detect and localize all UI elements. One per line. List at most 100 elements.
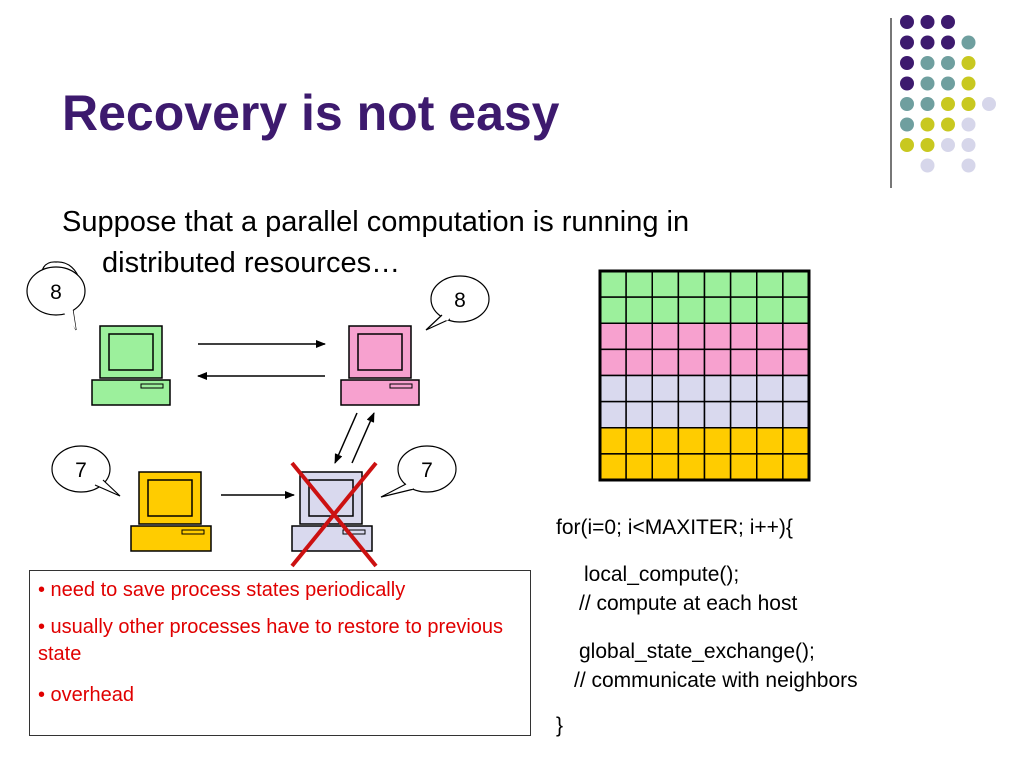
bubble-bottom-right: 7 <box>380 445 457 498</box>
grid-cell <box>782 322 810 351</box>
computer-icon <box>91 325 171 406</box>
decorative-dot <box>920 15 935 29</box>
grid-cell <box>599 270 627 298</box>
grid-cell <box>729 400 758 429</box>
decorative-dot <box>941 97 955 111</box>
decorative-dot <box>920 56 935 70</box>
grid-cell <box>651 400 680 429</box>
grid-cell <box>625 427 653 455</box>
grid-cell <box>599 453 627 481</box>
decorative-dot <box>900 117 914 132</box>
decorative-dot <box>961 35 976 50</box>
decorative-dot <box>961 97 976 111</box>
decorative-dot <box>920 117 935 132</box>
grid-cell <box>677 400 706 429</box>
decorative-dot <box>900 76 914 91</box>
grid-cell <box>599 296 627 324</box>
grid-cell <box>651 348 680 377</box>
grid-cell <box>703 374 732 403</box>
notes-box: • need to save process states periodical… <box>29 570 531 736</box>
grid-cell <box>782 270 810 298</box>
grid-cell <box>677 427 706 455</box>
decorative-dot <box>900 15 914 29</box>
grid-cell <box>703 348 732 377</box>
speech-bubble-icon <box>51 445 111 493</box>
code-line: local_compute(); <box>584 563 740 586</box>
decorative-dot <box>900 56 914 70</box>
grid-cell <box>729 453 758 481</box>
grid-cell <box>677 453 706 481</box>
arrow-topright-to-bottomright <box>334 412 358 464</box>
grid-cell <box>756 374 784 403</box>
bubble-top-right: 8 <box>425 275 490 331</box>
host-top-right <box>340 325 420 406</box>
grid-cell <box>782 427 810 455</box>
grid-cell <box>703 296 732 324</box>
grid-cell <box>651 427 680 455</box>
decorative-dot <box>961 117 976 132</box>
bubble-label: 7 <box>421 459 433 482</box>
bubble-label: 8 <box>50 281 62 304</box>
grid-cell <box>703 427 732 455</box>
decorative-dot <box>961 56 976 70</box>
code-line: // compute at each host <box>579 592 798 615</box>
code-line: // communicate with neighbors <box>574 669 858 692</box>
grid-cell <box>599 374 627 403</box>
computer-icon <box>291 471 373 552</box>
grid-cell <box>677 296 706 324</box>
grid-cell <box>677 374 706 403</box>
grid-cell <box>625 270 653 298</box>
grid-cell <box>625 322 653 351</box>
grid-cell <box>651 270 680 298</box>
grid-cell <box>756 322 784 351</box>
grid-cell <box>677 270 706 298</box>
decorative-dot <box>920 158 935 173</box>
host-bottom-left <box>130 471 212 552</box>
decorative-dot <box>941 56 955 70</box>
grid-cell <box>703 270 732 298</box>
decorative-dot <box>900 138 914 152</box>
grid-cell <box>625 348 653 377</box>
decorative-dot <box>982 97 996 111</box>
decorative-dot <box>920 35 935 50</box>
bubble-label: 7 <box>75 459 87 482</box>
arrow-bottomright-to-topright <box>351 412 375 464</box>
grid-cell <box>703 400 732 429</box>
grid-cell <box>651 322 680 351</box>
grid-cell <box>729 374 758 403</box>
failure-x-icon <box>290 461 378 568</box>
decorative-dot <box>900 35 914 50</box>
grid-cell <box>729 427 758 455</box>
data-partition-grid <box>598 269 811 482</box>
decorative-dot-grid <box>900 15 996 173</box>
decorative-dot <box>941 76 955 91</box>
bubble-label: 8 <box>454 289 466 312</box>
computer-icon <box>340 325 420 406</box>
grid-cell <box>756 348 784 377</box>
grid-cell <box>756 270 784 298</box>
decorative-dot <box>920 138 935 152</box>
grid-cell <box>651 374 680 403</box>
code-line: } <box>556 714 564 737</box>
code-line: for(i=0; i<MAXITER; i++){ <box>556 516 793 539</box>
grid-cell <box>651 453 680 481</box>
decorative-dot <box>920 97 935 111</box>
grid-cell <box>599 348 627 377</box>
decorative-dot <box>900 97 914 111</box>
decorative-dot <box>961 138 976 152</box>
grid-cell <box>782 348 810 377</box>
grid-cell <box>729 348 758 377</box>
code-line: global_state_exchange(); <box>579 640 815 663</box>
grid-cell <box>756 427 784 455</box>
note-item: • overhead <box>38 684 134 706</box>
speech-bubble-icon <box>430 275 490 323</box>
grid-cell <box>703 322 732 351</box>
grid-cell <box>756 400 784 429</box>
decorative-divider <box>890 18 892 188</box>
note-item: • usually other processes have to restor… <box>38 616 504 665</box>
decorative-dot <box>941 138 955 152</box>
grid-cell <box>756 453 784 481</box>
host-top-left <box>91 325 171 406</box>
decorative-dot <box>941 35 955 50</box>
